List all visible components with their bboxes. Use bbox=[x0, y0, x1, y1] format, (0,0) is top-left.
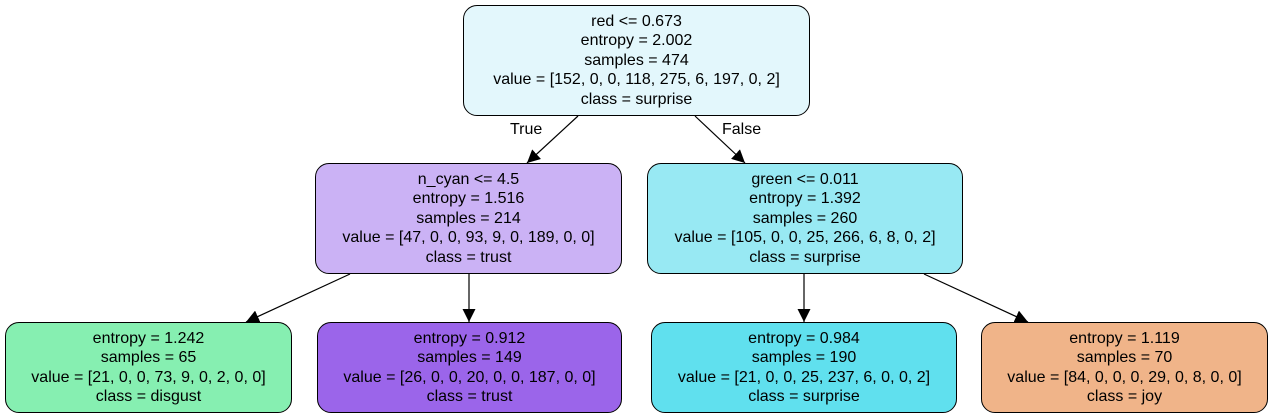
tree-node-right: green <= 0.011 entropy = 1.392 samples =… bbox=[647, 163, 963, 274]
tree-leaf-left-left: entropy = 1.242 samples = 65 value = [21… bbox=[5, 322, 292, 413]
node-samples: samples = 214 bbox=[416, 209, 521, 227]
node-class: class = surprise bbox=[580, 90, 693, 108]
edge-root-to-right bbox=[694, 115, 746, 164]
tree-leaf-right-right: entropy = 1.119 samples = 70 value = [84… bbox=[981, 322, 1268, 413]
node-samples: samples = 149 bbox=[417, 349, 522, 366]
edge-root-to-left bbox=[526, 115, 579, 164]
node-samples: samples = 474 bbox=[584, 51, 689, 69]
node-entropy: entropy = 1.516 bbox=[412, 190, 525, 208]
node-class: class = joy bbox=[1086, 388, 1163, 405]
node-split-rule: n_cyan <= 4.5 bbox=[417, 170, 520, 188]
node-class: class = trust bbox=[426, 388, 513, 405]
edge-right-to-right-right bbox=[923, 273, 1029, 323]
tree-leaf-left-right: entropy = 0.912 samples = 149 value = [2… bbox=[317, 322, 622, 413]
node-class: class = surprise bbox=[748, 388, 860, 405]
node-entropy: entropy = 1.392 bbox=[749, 190, 861, 208]
node-value: value = [26, 0, 0, 20, 0, 0, 187, 0, 0] bbox=[343, 368, 596, 386]
node-value: value = [21, 0, 0, 73, 9, 0, 2, 0, 0] bbox=[31, 368, 266, 386]
tree-node-left: n_cyan <= 4.5 entropy = 1.516 samples = … bbox=[315, 163, 622, 274]
node-class: class = surprise bbox=[749, 248, 861, 266]
node-value: value = [105, 0, 0, 25, 266, 6, 8, 0, 2] bbox=[674, 229, 936, 247]
node-value: value = [21, 0, 0, 25, 237, 6, 0, 0, 2] bbox=[677, 368, 931, 386]
tree-leaf-right-left: entropy = 0.984 samples = 190 value = [2… bbox=[651, 322, 957, 413]
node-entropy: entropy = 1.242 bbox=[92, 329, 205, 347]
node-value: value = [47, 0, 0, 93, 9, 0, 189, 0, 0] bbox=[342, 229, 595, 247]
node-value: value = [152, 0, 0, 118, 275, 6, 197, 0,… bbox=[493, 71, 780, 89]
node-samples: samples = 190 bbox=[751, 349, 857, 366]
node-entropy: entropy = 0.984 bbox=[748, 329, 860, 347]
node-samples: samples = 65 bbox=[100, 349, 197, 366]
node-entropy: entropy = 1.119 bbox=[1069, 329, 1180, 347]
edge-label-true: True bbox=[510, 121, 543, 138]
node-split-rule: green <= 0.011 bbox=[751, 170, 859, 188]
node-class: class = disgust bbox=[95, 388, 202, 405]
edge-label-false: False bbox=[722, 121, 762, 138]
node-value: value = [84, 0, 0, 0, 29, 0, 8, 0, 0] bbox=[1007, 368, 1242, 386]
node-entropy: entropy = 2.002 bbox=[580, 32, 693, 50]
node-split-rule: red <= 0.673 bbox=[591, 12, 682, 30]
node-samples: samples = 70 bbox=[1076, 349, 1173, 366]
tree-node-root: red <= 0.673 entropy = 2.002 samples = 4… bbox=[463, 5, 810, 116]
node-class: class = trust bbox=[425, 248, 512, 266]
edge-left-to-left-left bbox=[245, 273, 351, 323]
node-samples: samples = 260 bbox=[752, 209, 858, 227]
node-entropy: entropy = 0.912 bbox=[413, 329, 526, 347]
